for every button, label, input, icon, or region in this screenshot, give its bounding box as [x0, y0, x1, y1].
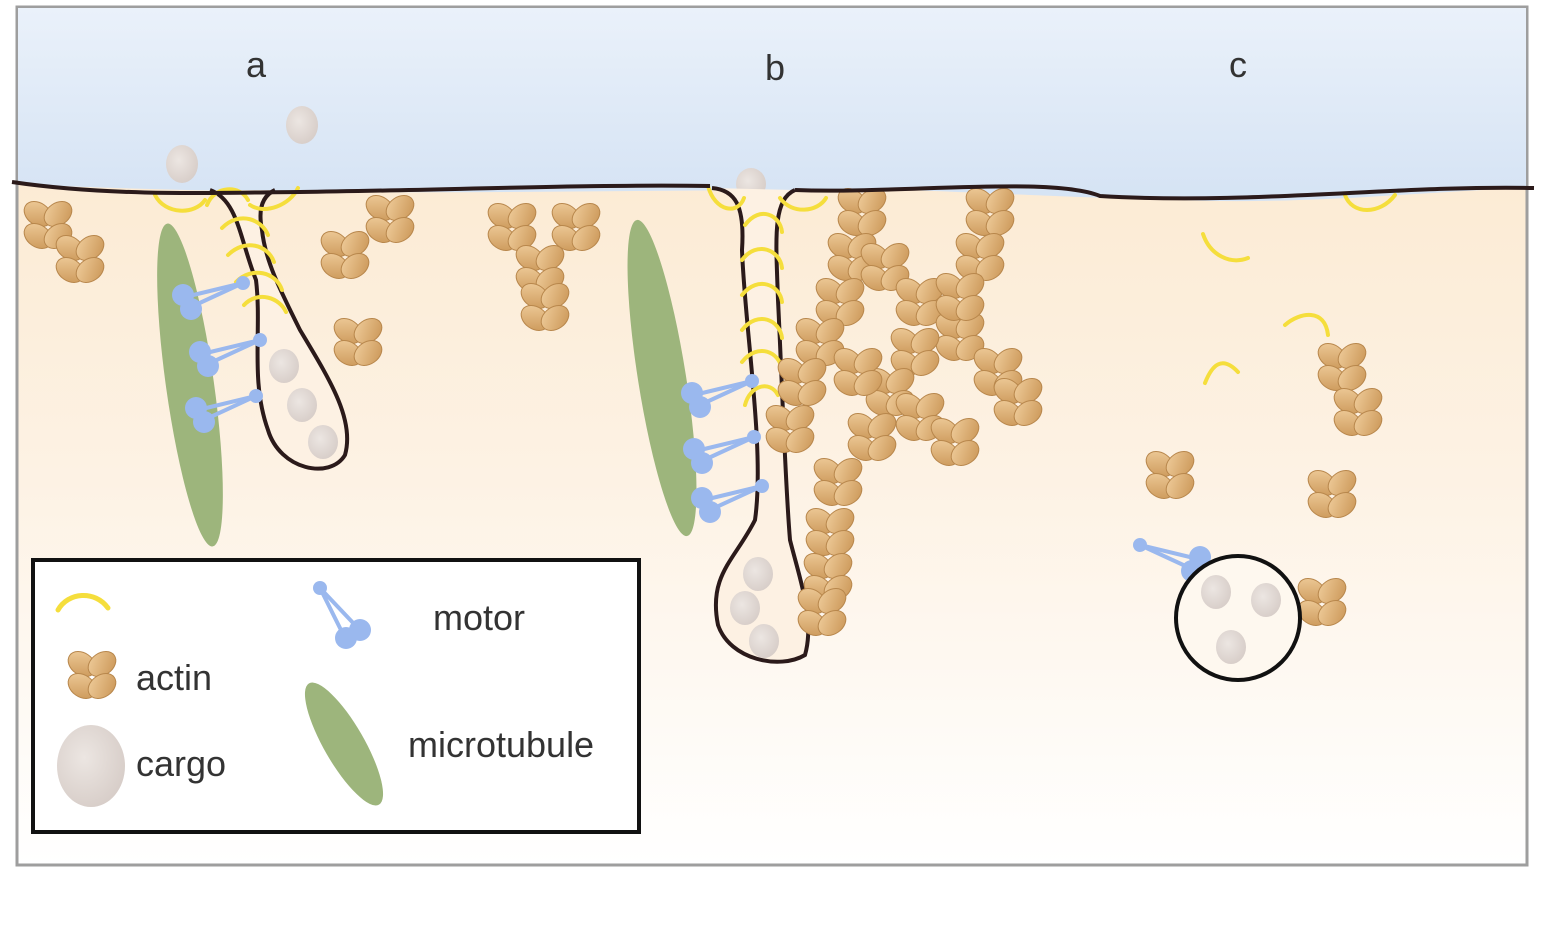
panel-label-b: b — [765, 47, 785, 88]
coat-protein — [1343, 193, 1397, 212]
microtubule — [157, 223, 223, 547]
panel-c — [1131, 193, 1397, 682]
cargo — [166, 145, 198, 183]
cargo — [749, 624, 779, 658]
cargo — [269, 349, 299, 383]
coat-protein — [1283, 312, 1330, 337]
legend: actin cargo motor microtubule — [31, 558, 641, 834]
coat-protein — [740, 282, 784, 304]
legend-coat-protein-icon — [55, 593, 111, 613]
legend-actin-label: actin — [136, 657, 212, 698]
panel-label-c: c — [1229, 44, 1247, 85]
plasma-membrane — [11, 180, 1535, 201]
coat-protein — [740, 247, 784, 270]
cargo — [1251, 583, 1281, 617]
coat-protein — [153, 193, 207, 213]
coat-protein — [706, 184, 746, 211]
coat-protein — [242, 294, 288, 314]
coat-protein — [226, 243, 276, 264]
cargo — [308, 425, 338, 459]
coat-protein — [205, 187, 250, 207]
legend-motor-label: motor — [433, 597, 525, 638]
coat-protein — [743, 384, 780, 407]
microtubule — [627, 219, 697, 537]
legend-box — [31, 558, 641, 834]
panel-b — [627, 168, 1048, 664]
extracellular-space — [18, 8, 1526, 202]
panel-label-a: a — [246, 44, 267, 85]
legend-motor-icon — [313, 581, 371, 649]
coat-protein — [220, 216, 270, 237]
cargo — [287, 388, 317, 422]
cargo — [286, 106, 318, 144]
cargo — [1216, 630, 1246, 664]
legend-cargo-label: cargo — [136, 743, 226, 784]
coat-protein — [740, 317, 784, 340]
coat-protein — [1203, 361, 1240, 385]
coat-protein — [1201, 232, 1250, 263]
coat-protein — [743, 212, 784, 234]
legend-microtubule-label: microtubule — [408, 724, 594, 765]
panel-a — [18, 106, 606, 547]
legend-microtubule-icon — [304, 682, 384, 806]
legend-cargo-icon — [57, 725, 125, 807]
cargo — [743, 557, 773, 591]
coat-protein — [778, 196, 828, 212]
cargo — [730, 591, 760, 625]
cargo — [1201, 575, 1231, 609]
